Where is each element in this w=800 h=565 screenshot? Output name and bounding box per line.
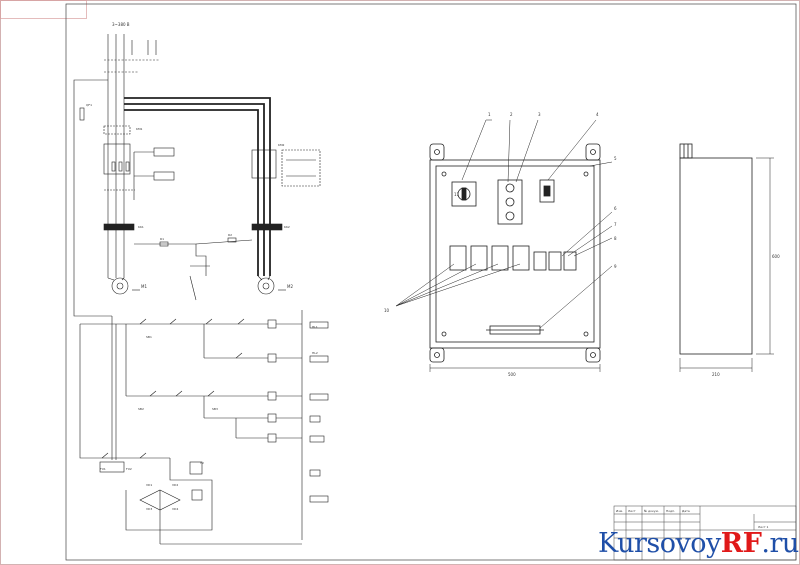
- supply-label: 3~380 В: [112, 22, 130, 27]
- svg-text:9: 9: [614, 264, 617, 269]
- svg-text:8: 8: [614, 236, 617, 241]
- svg-text:2: 2: [510, 112, 513, 117]
- svg-text:5: 5: [614, 156, 617, 161]
- svg-text:KK2: KK2: [284, 225, 290, 229]
- svg-text:KM1: KM1: [136, 127, 143, 131]
- svg-text:SB2: SB2: [138, 407, 144, 411]
- power-circuit: 3~380 В: [73, 22, 321, 317]
- svg-text:Подп.: Подп.: [666, 509, 675, 513]
- svg-text:10: 10: [384, 308, 390, 313]
- panel-depth-dim: 210: [712, 372, 720, 377]
- svg-text:VD2: VD2: [172, 483, 178, 487]
- svg-text:Изм.: Изм.: [616, 509, 623, 513]
- motor-m1-symbol: [111, 277, 129, 295]
- motor-label-m1: M1: [141, 284, 147, 289]
- control-panel-side: [679, 143, 774, 372]
- watermark-part-3: .ru: [761, 528, 799, 559]
- watermark-part-2: RF: [720, 528, 762, 559]
- svg-text:7: 7: [614, 222, 617, 227]
- svg-text:№ докум.: № докум.: [644, 509, 659, 513]
- title-block-text: Изм. Лист № докум. Подп. Дата Лист 1: [616, 509, 769, 529]
- svg-text:4: 4: [596, 112, 599, 117]
- frame-border: [65, 3, 797, 561]
- designation-labels: QF1 KM1 KM2 KK1 KK2 SB1 SB2 SB3 FU1 FU2 …: [86, 103, 318, 511]
- svg-text:KM2: KM2: [278, 143, 285, 147]
- svg-text:FU2: FU2: [126, 467, 132, 471]
- svg-text:QF1: QF1: [86, 103, 92, 107]
- svg-text:6: 6: [614, 206, 617, 211]
- svg-text:11: 11: [454, 192, 460, 197]
- svg-text:KK1: KK1: [138, 225, 144, 229]
- watermark-part-1: Kursovoy: [598, 528, 721, 559]
- control-circuit: [79, 310, 329, 545]
- svg-text:VD4: VD4: [172, 507, 178, 511]
- svg-text:FU1: FU1: [100, 467, 106, 471]
- panel-height-dim: 600: [772, 254, 780, 259]
- svg-text:R2: R2: [228, 233, 232, 237]
- svg-text:SB3: SB3: [212, 407, 218, 411]
- motor-label-m2: M2: [287, 284, 293, 289]
- panel-width-dim: 500: [508, 372, 516, 377]
- svg-text:HL1: HL1: [312, 325, 318, 329]
- panel-callouts: 1 2 3 4 5 6 7 8 9 10 11: [384, 112, 617, 313]
- svg-text:SB1: SB1: [146, 335, 152, 339]
- svg-text:VD1: VD1: [146, 483, 152, 487]
- title-block: [613, 505, 797, 561]
- svg-text:1: 1: [488, 112, 491, 117]
- svg-text:VD3: VD3: [146, 507, 152, 511]
- svg-text:Лист: Лист: [628, 509, 636, 513]
- svg-text:R1: R1: [160, 237, 164, 241]
- svg-text:Дата: Дата: [682, 509, 690, 513]
- svg-text:Лист 1: Лист 1: [758, 525, 769, 529]
- svg-text:3: 3: [538, 112, 541, 117]
- svg-text:HL2: HL2: [312, 351, 318, 355]
- control-panel-front: [395, 119, 613, 372]
- motor-m2-symbol: [257, 277, 275, 295]
